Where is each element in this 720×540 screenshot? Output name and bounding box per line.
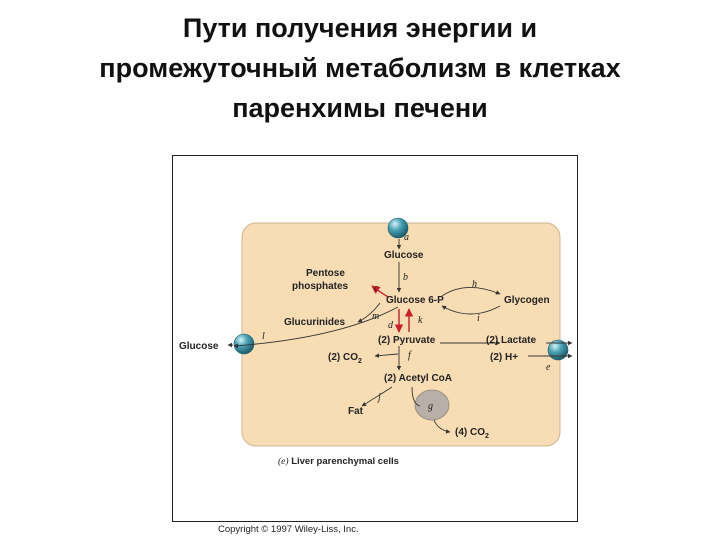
letter-d: d	[388, 320, 394, 331]
arrow-c	[371, 285, 389, 298]
node-glucurinides: Glucurinides	[284, 317, 346, 328]
node-glucose-6p: Glucose 6-P	[386, 295, 444, 306]
letter-a: a	[404, 232, 409, 243]
title-line-1: Пути получения энергии и	[182, 13, 538, 43]
letter-m: m	[372, 311, 379, 322]
letter-i: i	[477, 313, 480, 324]
letter-e: e	[546, 362, 551, 373]
node-co2-krebs: (4) CO2	[455, 427, 489, 440]
node-pentose-2: phosphates	[292, 281, 349, 292]
pathway-arrows	[233, 239, 573, 434]
transporter-left	[233, 333, 255, 355]
mitochondrion	[414, 389, 450, 421]
title-line-3: паренхимы печени	[232, 93, 488, 123]
arrow-i	[441, 305, 501, 315]
node-co2: (2) CO2	[328, 352, 362, 365]
letter-g: g	[428, 401, 433, 412]
node-hplus: (2) H+	[490, 352, 518, 363]
node-pentose-1: Pentose	[306, 268, 345, 279]
node-fat: Fat	[348, 406, 364, 417]
arrow-m	[357, 302, 381, 323]
letter-l: l	[262, 331, 265, 342]
arrow-co2	[374, 353, 399, 358]
arrow-co2b	[433, 419, 451, 434]
copyright-notice: Copyright © 1997 Wiley-Liss, Inc.	[218, 524, 359, 535]
node-acetyl-coa: (2) Acetyl CoA	[384, 373, 452, 384]
letter-f: f	[408, 350, 412, 361]
arrow-j	[361, 386, 393, 407]
arrow-l	[233, 306, 399, 348]
slide-title: Пути получения энергии и промежуточный м…	[20, 8, 700, 128]
letter-k: k	[418, 315, 423, 326]
letter-b: b	[403, 272, 408, 283]
letter-h: h	[472, 279, 477, 290]
letter-j: j	[376, 392, 381, 403]
node-glycogen: Glycogen	[504, 295, 550, 306]
node-glucose-out: Glucose	[179, 341, 219, 352]
figure-caption: (e) Liver parenchymal cells	[278, 456, 399, 467]
arrow-h	[441, 287, 501, 297]
arrow-to-krebs	[411, 386, 421, 407]
node-lactate: (2) Lactate	[486, 335, 536, 346]
title-line-2: промежуточный метаболизм в клетках	[99, 53, 621, 83]
red-arrows	[371, 285, 414, 333]
transporter-right	[547, 339, 569, 361]
node-pyruvate: (2) Pyruvate	[378, 335, 436, 346]
letter-c: c	[374, 283, 379, 294]
node-glucose-top: Glucose	[384, 250, 424, 261]
transporter-top	[387, 217, 409, 239]
